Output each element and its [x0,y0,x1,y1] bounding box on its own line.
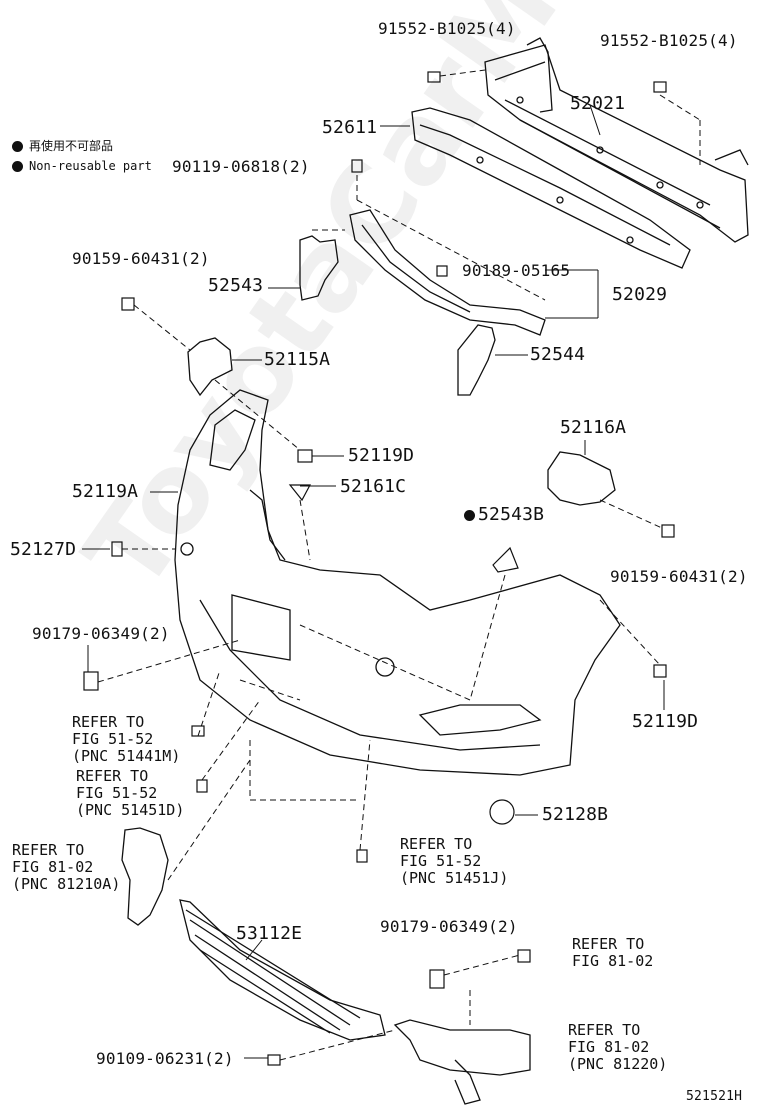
part-label-52116A: 52116A [560,417,627,438]
refer-line: FIG 51-52 [76,784,158,802]
non-reusable-dot-icon [464,510,475,521]
part-label-52544: 52544 [530,344,586,365]
refer-line: (PNC 51451J) [400,869,509,887]
part-label-52543: 52543 [208,275,264,296]
bumper-reinforcement-52021 [484,37,749,243]
refer-line: REFER TO [12,841,85,859]
part-label-52161C: 52161C [340,476,407,497]
part-label-90179-bottom: 90179-06349(2) [380,917,518,936]
bracket-52116A [547,451,616,506]
part-label-90159-right: 90159-60431(2) [610,567,748,586]
shield-52544 [457,324,496,396]
refer-line: REFER TO [568,1021,641,1039]
part-label-91552-left: 91552-B1025(4) [378,19,516,38]
part-label-52119A: 52119A [72,481,139,502]
refer-line: (PNC 51451D) [76,801,185,819]
refer-line: FIG 51-52 [400,852,482,870]
energy-absorber-52611 [411,107,691,269]
refer-line: (PNC 51441M) [72,747,181,765]
part-label-52127D: 52127D [10,539,77,560]
refer-block-81210a: REFER TO FIG 81-02 (PNC 81210A) [12,842,120,893]
shield-52543 [299,235,339,301]
legend-row-en: Non-reusable part [12,156,152,176]
refer-block-51451j: REFER TO FIG 51-52 (PNC 51451J) [400,836,508,887]
part-label-90119: 90119-06818(2) [172,157,310,176]
part-label-52119D-top: 52119D [348,445,415,466]
refer-line: FIG 81-02 [568,1038,650,1056]
part-label-52128B: 52128B [542,804,609,825]
refer-line: REFER TO [72,713,145,731]
part-label-90109: 90109-06231(2) [96,1049,234,1068]
part-label-52029: 52029 [612,284,668,305]
part-label-91552-right: 91552-B1025(4) [600,31,738,50]
non-reusable-dot-icon [12,140,23,152]
bumper-cover-52119A [174,389,621,776]
non-reusable-dot-icon [12,160,23,172]
part-label-52115A: 52115A [264,349,331,370]
fog-lamp-81220 [393,1019,531,1076]
bracket-52115A [187,337,233,397]
refer-block-51451d: REFER TO FIG 51-52 (PNC 51451D) [76,768,184,819]
diagram-id: 521521H [686,1089,743,1104]
legend-text-ja: 再使用不可部品 [29,139,114,153]
dashed-guides [97,69,701,1061]
bracket-52029 [349,209,546,336]
part-label-90179-left: 90179-06349(2) [32,624,170,643]
refer-line: REFER TO [76,767,149,785]
part-label-52611: 52611 [322,117,378,138]
part-label-53112E: 53112E [236,923,303,944]
part-label-52543B: 52543B [478,504,545,525]
part-label-90159-top: 90159-60431(2) [72,249,210,268]
refer-block-81220: REFER TO FIG 81-02 (PNC 81220) [568,1022,667,1073]
refer-line: FIG 81-02 [12,858,94,876]
fasteners [83,71,675,1066]
legend: 再使用不可部品 Non-reusable part [12,136,152,176]
bracket-81210A [121,827,169,926]
legend-text-en: Non-reusable part [29,159,152,173]
grille-53112E [179,899,386,1041]
refer-line: FIG 51-52 [72,730,154,748]
refer-line: FIG 81-02 [572,952,654,970]
part-label-52021: 52021 [570,93,626,114]
refer-block-51441m: REFER TO FIG 51-52 (PNC 51441M) [72,714,180,765]
refer-line: REFER TO [572,935,645,953]
part-label-90189: 90189-05165 [462,261,571,280]
legend-row-ja: 再使用不可部品 [12,136,152,156]
refer-line: (PNC 81220) [568,1055,668,1073]
refer-line: REFER TO [400,835,473,853]
refer-line: (PNC 81210A) [12,875,121,893]
refer-block-81-02: REFER TO FIG 81-02 [572,936,653,970]
leader-lines [82,104,665,1059]
part-label-52119D-right: 52119D [632,711,699,732]
